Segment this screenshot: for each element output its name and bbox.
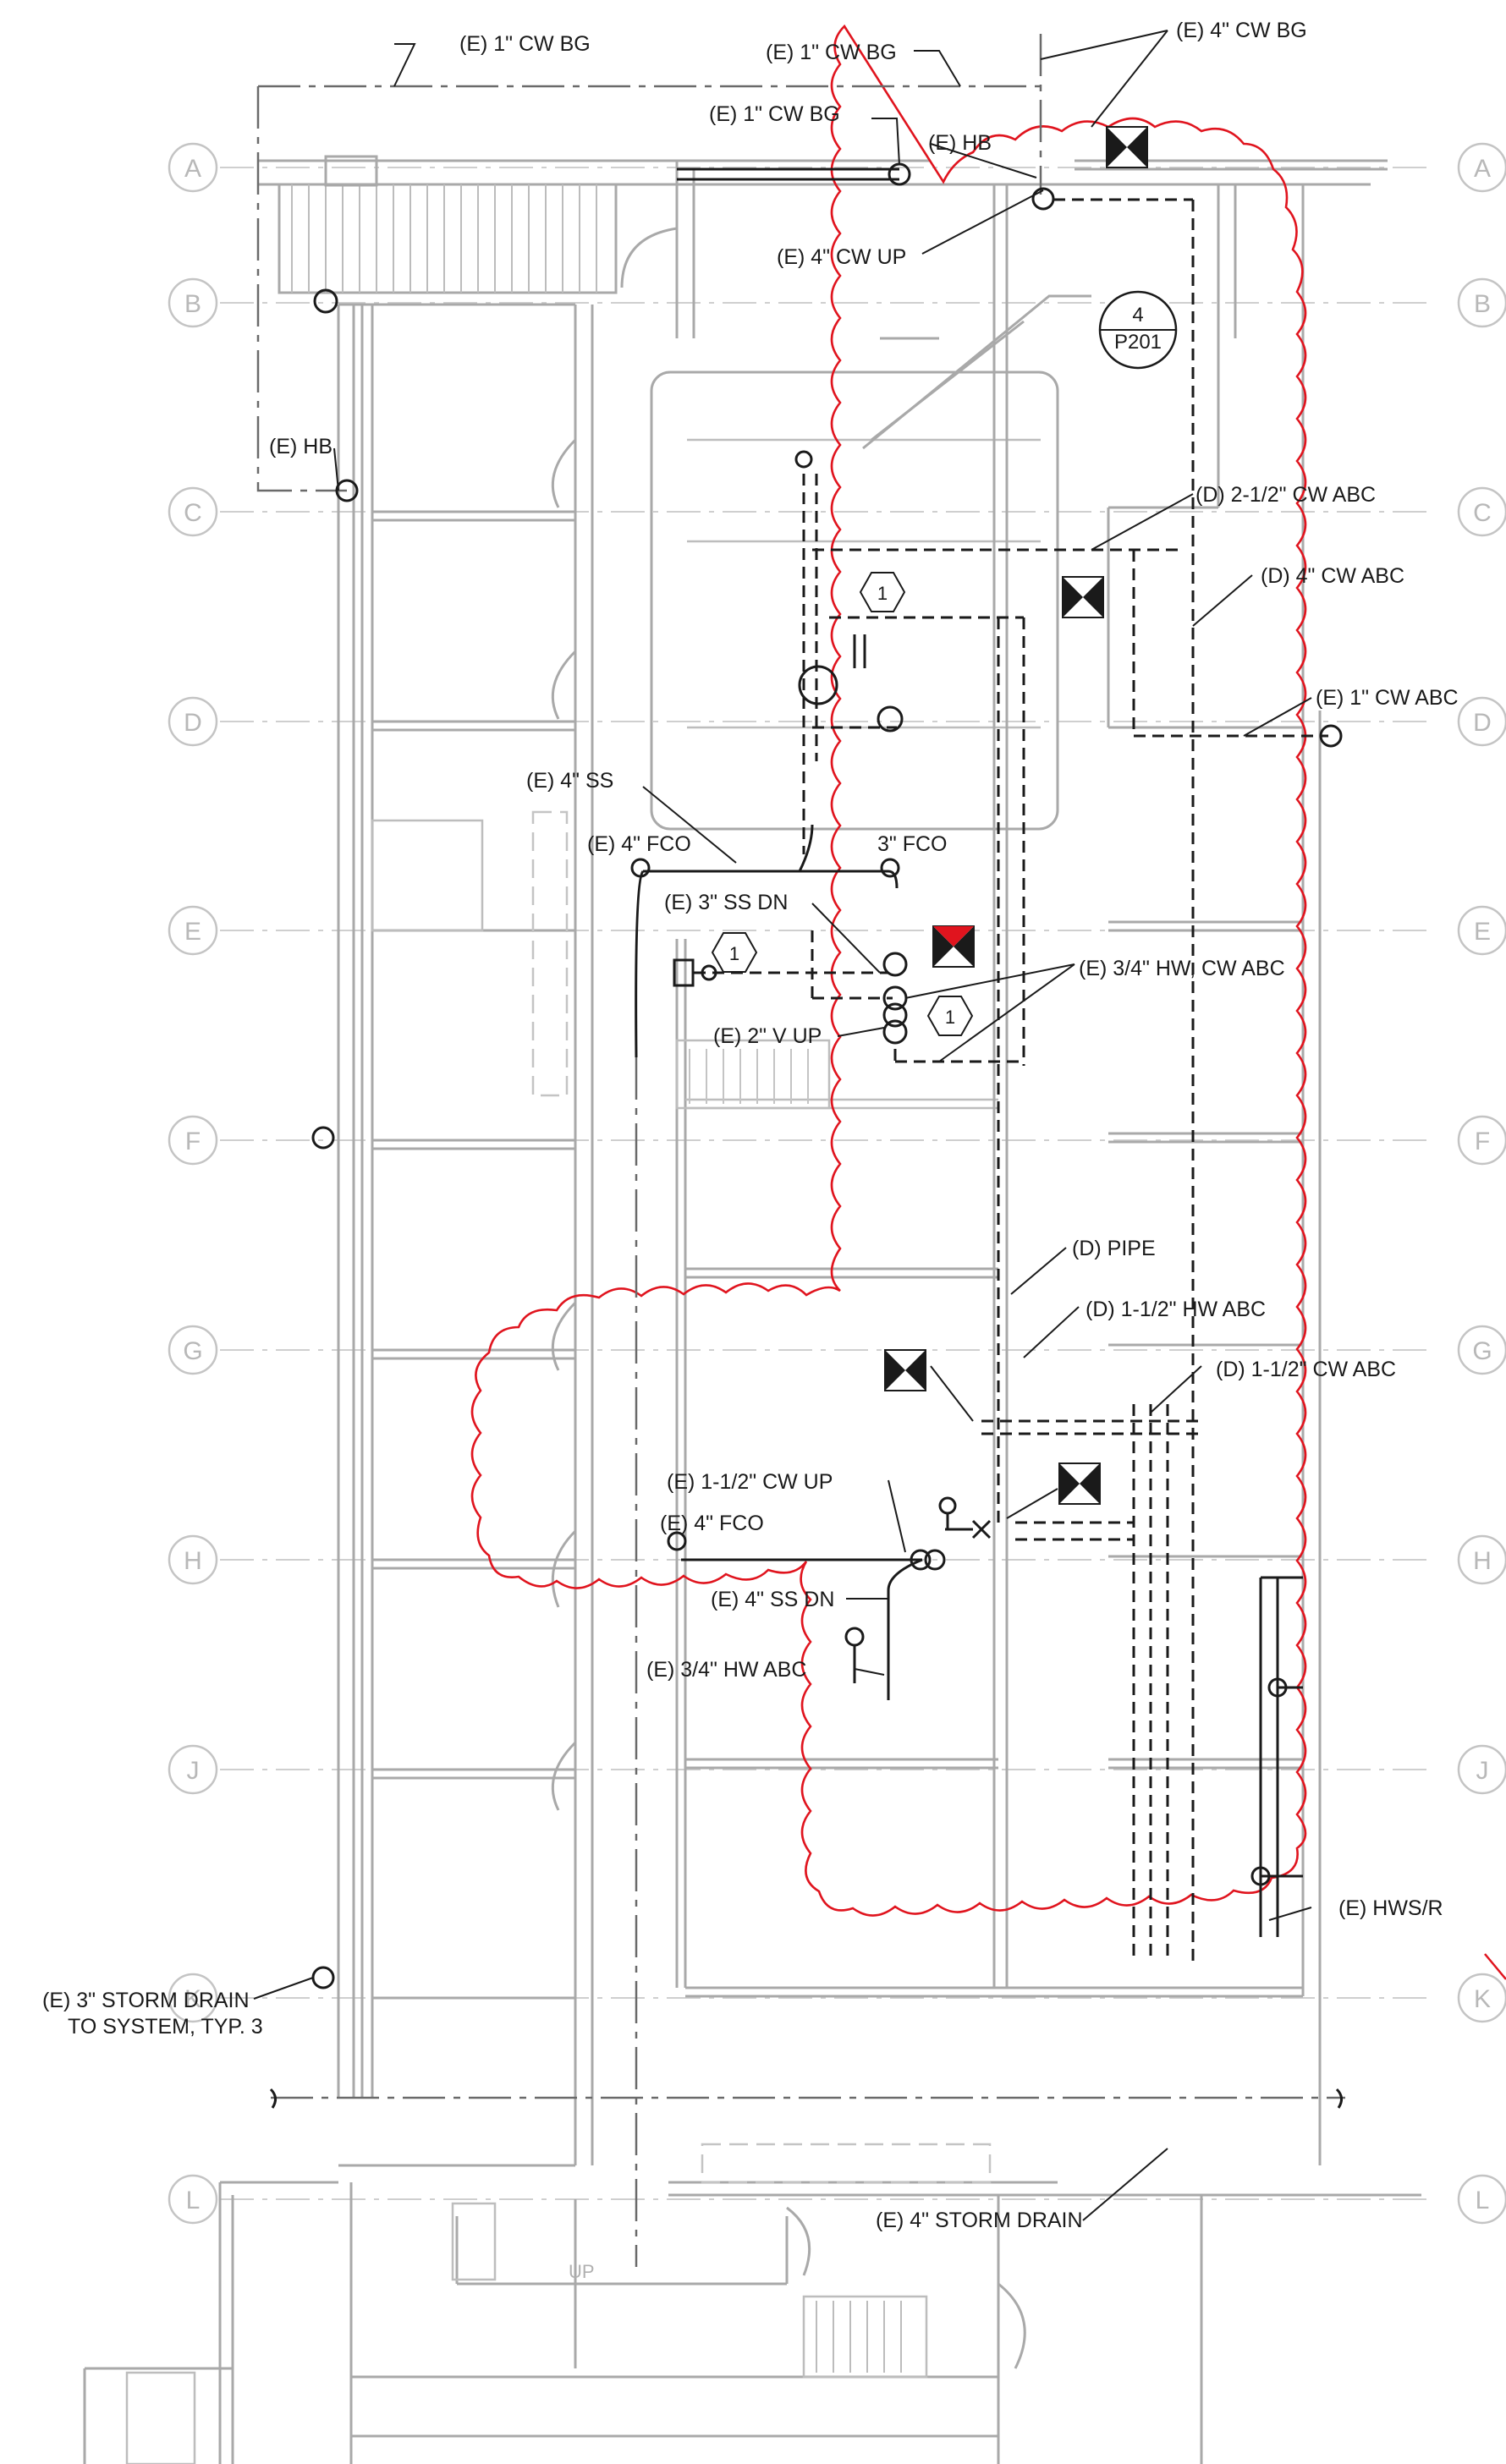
note-1-cw-bg-top: (E) 1" CW BG <box>459 32 591 56</box>
note-d-1-5-cw-abc: (D) 1-1/2" CW ABC <box>1216 1358 1396 1381</box>
keynote-hex-1: 1 <box>859 572 906 612</box>
note-1-cw-bg-mid: (E) 1" CW BG <box>766 41 897 64</box>
grid-lines <box>220 167 1430 2200</box>
grid-label-c-left: C <box>184 499 202 527</box>
demolition-markers <box>884 126 1148 1505</box>
grid-label-h-left: H <box>184 1547 202 1575</box>
note-3-ss-dn: (E) 3" SS DN <box>664 891 788 914</box>
keynote-number: 1 <box>729 943 739 964</box>
grid-label-e-left: E <box>184 918 201 946</box>
note-3-fco: 3" FCO <box>877 832 948 856</box>
grid-label-l-right: L <box>1476 2187 1490 2214</box>
grid-label-k-left: K <box>184 1985 201 2013</box>
demo-marker-3 <box>932 925 975 968</box>
plan-notes: (E) 1" CW BG (E) 1" CW BG (E) 1" CW BG (… <box>42 19 1459 2282</box>
note-4-ss-dn: (E) 4" SS DN <box>711 1588 834 1611</box>
section-number: 4 <box>1132 304 1143 327</box>
revision-cloud <box>470 24 1506 1980</box>
grid-label-l-left: L <box>186 2187 201 2214</box>
note-4-cw-bg: (E) 4" CW BG <box>1176 19 1307 42</box>
note-d-4-cw-abc: (D) 4" CW ABC <box>1261 564 1404 588</box>
note-3-4-hw-cw-abc: (E) 3/4" HW, CW ABC <box>1079 957 1285 980</box>
grid-label-a-left: A <box>184 155 201 183</box>
note-4-ss: (E) 4" SS <box>526 769 613 793</box>
grid-label-d-right: D <box>1473 709 1492 737</box>
keynote-number: 1 <box>877 583 888 604</box>
note-2-v-up: (E) 2" V UP <box>713 1024 822 1048</box>
grid-label-j-left: J <box>187 1757 200 1785</box>
grid-label-b-left: B <box>184 290 201 318</box>
note-1-cw-bg-low: (E) 1" CW BG <box>709 102 840 126</box>
grid-label-e-right: E <box>1474 918 1491 946</box>
grid-label-b-right: B <box>1474 290 1491 318</box>
note-3-4-hw-abc: (E) 3/4" HW ABC <box>646 1658 806 1682</box>
note-d-1-5-hw-abc: (D) 1-1/2" HW ABC <box>1086 1298 1266 1321</box>
note-4-cw-up: (E) 4" CW UP <box>777 245 906 269</box>
keynote-hex-3: 1 <box>926 996 974 1036</box>
demo-marker-1 <box>1106 126 1148 168</box>
note-3-storm-drain-line2: TO SYSTEM, TYP. 3 <box>68 2015 263 2039</box>
grid-label-f-left: F <box>185 1128 201 1155</box>
section-sheet: P201 <box>1114 331 1162 354</box>
grid-label-a-right: A <box>1474 155 1491 183</box>
grid-label-g-left: G <box>183 1337 202 1365</box>
grid-label-c-right: C <box>1473 499 1492 527</box>
note-d-2-5-cw-abc: (D) 2-1/2" CW ABC <box>1195 483 1376 507</box>
stair-up-label: UP <box>569 2261 595 2282</box>
grid-label-d-left: D <box>184 709 202 737</box>
grid-bubbles-left: A B C D E F G H J K L <box>168 142 218 2225</box>
note-d-pipe: (D) PIPE <box>1072 1237 1156 1260</box>
grid-label-h-right: H <box>1473 1547 1492 1575</box>
note-3-storm-drain-line1: (E) 3" STORM DRAIN <box>42 1989 250 2012</box>
section-reference: 4 P201 <box>1098 290 1178 370</box>
note-leaders <box>253 30 1312 2221</box>
demo-marker-5 <box>1058 1462 1101 1505</box>
piping <box>256 34 1345 2267</box>
grid-label-j-right: J <box>1476 1757 1489 1785</box>
note-hb-top: (E) HB <box>928 131 992 155</box>
note-4-fco-low: (E) 4" FCO <box>660 1512 764 1535</box>
note-4-storm-drain: (E) 4" STORM DRAIN <box>876 2209 1083 2232</box>
grid-label-k-right: K <box>1474 1985 1491 2013</box>
note-e-1-cw-abc: (E) 1" CW ABC <box>1316 686 1459 710</box>
keynote-number: 1 <box>945 1007 955 1028</box>
note-1-5-cw-up: (E) 1-1/2" CW UP <box>667 1470 833 1494</box>
grid-label-g-right: G <box>1472 1337 1492 1365</box>
grid-label-f-right: F <box>1475 1128 1490 1155</box>
keynote-hex-2: 1 <box>711 932 758 973</box>
demo-marker-4 <box>884 1349 926 1391</box>
demo-marker-2 <box>1062 576 1104 618</box>
note-4-fco-top: (E) 4" FCO <box>587 832 691 856</box>
note-hws-r: (E) HWS/R <box>1338 1896 1443 1920</box>
grid-bubbles-right: A B C D E F G H J K L <box>1457 142 1506 2225</box>
note-hb-left: (E) HB <box>269 435 333 458</box>
keynote-tags: 1 1 1 <box>711 572 974 1036</box>
